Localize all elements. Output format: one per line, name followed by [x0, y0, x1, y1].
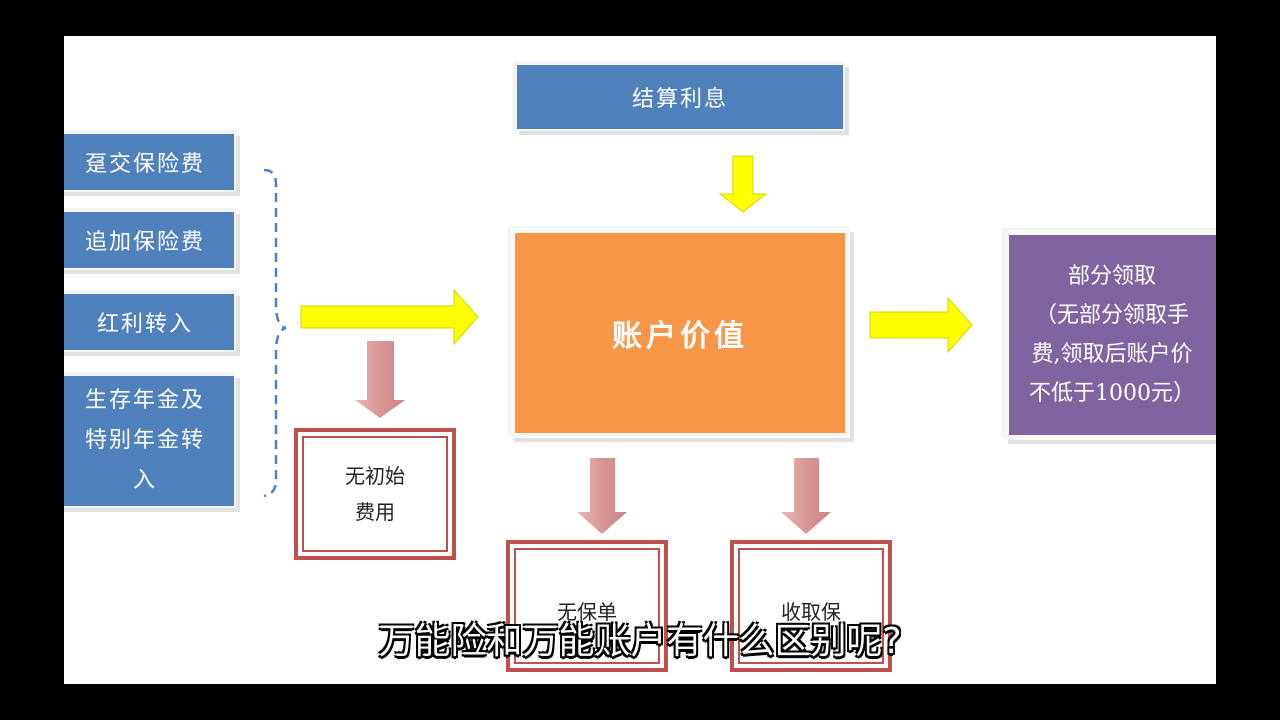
charge-fee-box: 收取保 — [730, 540, 892, 672]
left-box-dividend-transfer: 红利转入 — [64, 292, 236, 352]
arrow-down-pink-1 — [355, 341, 405, 418]
left-box-additional-premium: 追加保险费 — [64, 210, 236, 270]
no-policy-fee-label: 无保单 — [514, 548, 660, 664]
no-initial-fee-label: 无初始 费用 — [302, 436, 448, 552]
connectors — [263, 155, 973, 534]
left-box-annuity-transfer: 生存年金及 特别年金转 入 — [64, 374, 236, 508]
arrow-down-pink-2 — [577, 458, 627, 534]
account-value-box: 账户价值 — [510, 228, 850, 438]
left-box-single-premium: 趸交保险费 — [64, 132, 236, 192]
interest-settlement-box: 结算利息 — [515, 63, 845, 131]
arrow-down-yellow — [718, 155, 768, 213]
arrow-right-yellow-left — [300, 288, 479, 346]
arrow-down-pink-3 — [781, 458, 831, 534]
video-subtitle: 万能险和万能账户有什么区别呢? — [378, 621, 902, 662]
slide: 结算利息 趸交保险费 追加保险费 红利转入 生存年金及 特别年金转 入 账户价值… — [64, 36, 1216, 684]
curly-brace — [263, 168, 287, 498]
charge-fee-label: 收取保 — [738, 548, 884, 664]
no-initial-fee-box: 无初始 费用 — [294, 428, 456, 560]
no-policy-fee-box: 无保单 — [506, 540, 668, 672]
partial-withdrawal-box: 部分领取 （无部分领取手 费,领取后账户价 不低于1000元） — [1004, 230, 1216, 440]
arrow-right-yellow-right — [869, 296, 973, 354]
